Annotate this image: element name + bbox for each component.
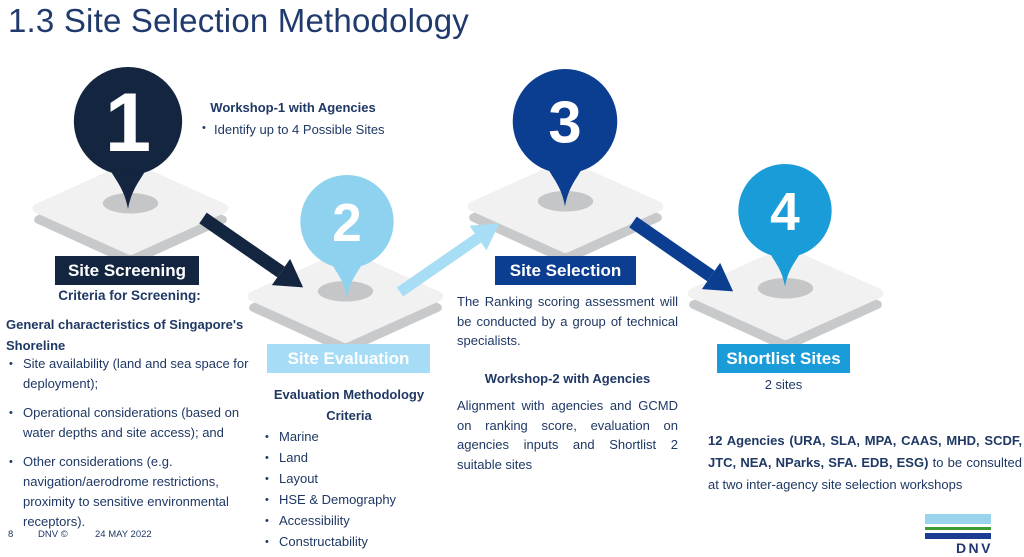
step-label-site-selection: Site Selection [495, 256, 636, 285]
evaluation-heading: Evaluation Methodology Criteria [260, 384, 438, 426]
step-label-site-screening: Site Screening [55, 256, 199, 285]
list-item: Other considerations (e.g. navigation/ae… [6, 452, 250, 532]
list-item: Site availability (land and sea space fo… [6, 354, 250, 394]
workshop1-bullet: Identify up to 4 Possible Sites [198, 122, 388, 137]
selection-paragraph-2: Alignment with agencies and GCMD on rank… [457, 398, 678, 472]
map-pin-4-icon: 4 [738, 164, 832, 287]
flow-arrow-step3-to-step4-icon [629, 216, 734, 292]
step-number: 2 [332, 194, 362, 253]
list-item: Constructability [262, 532, 440, 552]
evaluation-bullet-list: Marine Land Layout HSE & Demography Acce… [262, 427, 440, 553]
flow-arrow-step2-to-step3-icon [396, 223, 500, 297]
footer-date: 24 MAY 2022 [95, 529, 152, 540]
logo-bar-dark-blue [925, 532, 991, 539]
pin-shadow [757, 277, 814, 299]
workshop1-block: Workshop-1 with Agencies Identify up to … [198, 100, 388, 137]
footer-copyright: DNV © [38, 529, 68, 540]
list-item: Accessibility [262, 511, 440, 531]
platform-graphic-3 [467, 159, 664, 264]
agencies-note-rest: to be consulted at two inter-agency site… [708, 455, 1022, 492]
screening-subtitle: General characteristics of Singapore's S… [6, 317, 244, 353]
platform-graphic-2 [247, 249, 444, 354]
slide-footer: 8 DNV © 24 MAY 2022 [8, 529, 152, 540]
flow-arrow-step1-to-step2-icon [199, 212, 304, 288]
shortlist-sites-count: 2 sites [764, 377, 803, 392]
step-number: 3 [548, 89, 581, 156]
list-item: Land [262, 448, 440, 468]
page-title: 1.3 Site Selection Methodology [8, 2, 469, 39]
logo-bar-green [925, 526, 991, 530]
step-label-site-evaluation: Site Evaluation [267, 344, 430, 373]
map-pin-2-icon: 2 [300, 175, 394, 298]
logo-bar-light-blue [925, 514, 991, 524]
map-pin-3-icon: 3 [512, 69, 618, 207]
screening-bullet-list: Site availability (land and sea space fo… [6, 354, 250, 541]
list-item: Operational considerations (based on wat… [6, 403, 250, 443]
workshop1-title: Workshop-1 with Agencies [210, 100, 376, 115]
page-number: 8 [8, 529, 14, 540]
step-number: 4 [770, 183, 800, 242]
logo-wordmark: DNV [955, 540, 993, 556]
evaluation-heading-line2: Criteria [326, 408, 372, 423]
list-item: Layout [262, 469, 440, 489]
dnv-logo: DNV [925, 514, 991, 556]
evaluation-heading-line1: Evaluation Methodology [273, 387, 425, 402]
step-number: 1 [105, 76, 151, 169]
pin-shadow [317, 280, 374, 302]
agencies-list-bold: 12 Agencies (URA, SLA, MPA, CAAS, MHD, S… [708, 433, 1022, 470]
workshop2-title: Workshop-2 with Agencies [484, 371, 651, 386]
step-label-shortlist-sites: Shortlist Sites [717, 344, 850, 373]
list-item: HSE & Demography [262, 490, 440, 510]
selection-paragraph-1: The Ranking scoring assessment will be c… [457, 294, 678, 348]
list-item: Marine [262, 427, 440, 447]
criteria-for-screening-heading: Criteria for Screening: [58, 288, 201, 303]
agencies-note: 12 Agencies (URA, SLA, MPA, CAAS, MHD, S… [708, 430, 1022, 496]
map-pin-1-icon: 1 [73, 67, 183, 210]
pin-shadow [102, 192, 159, 214]
